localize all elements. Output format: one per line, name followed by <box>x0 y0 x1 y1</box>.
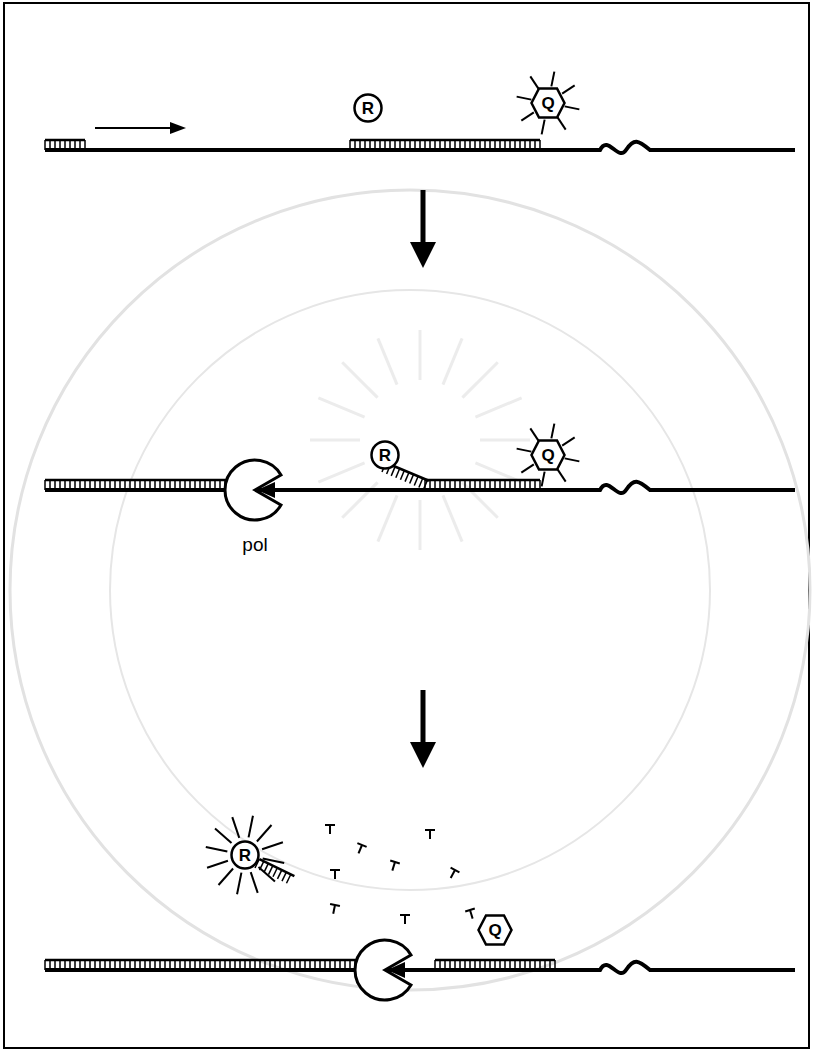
step-arrow <box>421 190 426 246</box>
watermark-ray <box>419 330 422 380</box>
dye-letter: Q <box>541 447 554 464</box>
strand-arrowhead <box>257 482 275 498</box>
strand-direction <box>280 488 560 492</box>
step-arrowhead <box>410 742 436 768</box>
watermark-ray <box>419 500 422 550</box>
watermark-ray <box>480 439 530 442</box>
watermark-ray <box>443 495 462 541</box>
watermark-ray <box>342 482 377 517</box>
nucleotide <box>325 825 335 834</box>
nucleotide <box>400 915 410 924</box>
enzyme-label: pol <box>240 534 269 556</box>
watermark-ray <box>318 463 364 482</box>
quencher-hexagon: Q <box>530 87 566 119</box>
template-strand <box>45 962 795 973</box>
nucleotide <box>328 904 340 915</box>
extension-arrow <box>95 127 172 129</box>
step-arrow <box>421 690 426 746</box>
nucleotide <box>446 868 459 881</box>
polymerase-symbol <box>225 460 281 520</box>
dye-letter: R <box>362 100 374 117</box>
step-arrowhead <box>410 242 436 268</box>
polymerase-symbol <box>355 940 411 1000</box>
dye-letter: Q <box>541 95 554 112</box>
frame <box>4 3 809 1048</box>
watermark-ray <box>310 439 360 442</box>
dye-letter: R <box>239 847 251 864</box>
nucleotide <box>465 909 477 921</box>
primer <box>45 140 85 150</box>
quencher-hexagon: Q <box>477 914 513 946</box>
watermark-ray <box>378 495 397 541</box>
watermark-ray <box>318 398 364 417</box>
strand-arrowhead <box>387 962 405 978</box>
watermark-ring <box>10 190 810 990</box>
reporter-glow <box>206 816 284 894</box>
watermark-ray <box>378 338 397 384</box>
watermark-ray <box>342 362 377 397</box>
reporter-circle: R <box>353 93 383 123</box>
reporter-circle: R <box>370 440 400 470</box>
quencher-hexagon: Q <box>530 439 566 471</box>
reporter-circle: R <box>230 840 260 870</box>
probe <box>425 480 540 490</box>
quencher-glow <box>517 424 580 487</box>
watermark-ray <box>475 398 521 417</box>
quencher-glow <box>517 72 580 135</box>
watermark-ray <box>462 362 497 397</box>
new-strand <box>45 480 228 490</box>
dye-letter: R <box>379 447 391 464</box>
probe-fragment <box>435 960 555 970</box>
nucleotide <box>354 843 367 855</box>
extension-arrowhead <box>170 122 186 134</box>
new-strand <box>45 960 358 970</box>
watermark-ring <box>110 290 710 890</box>
dye-letter: Q <box>488 922 501 939</box>
watermark-ray <box>443 338 462 384</box>
nucleotide <box>425 830 435 839</box>
nucleotide <box>330 870 340 879</box>
probe <box>350 140 540 150</box>
nucleotide <box>388 861 400 873</box>
cleaved-fragment <box>255 859 294 883</box>
